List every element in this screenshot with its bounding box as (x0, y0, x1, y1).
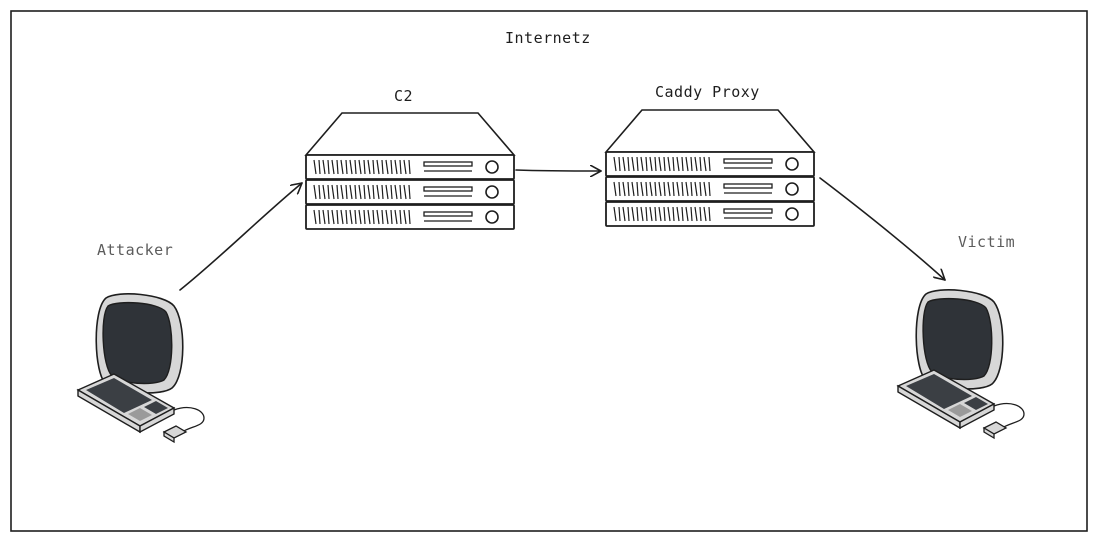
attacker-node: Attacker (77, 241, 205, 443)
desktop-computer-icon (77, 293, 205, 443)
server-rack-icon (304, 112, 516, 230)
boundary-title: Internetz (505, 29, 591, 47)
arrow-attacker-to-c2 (179, 182, 303, 291)
desktop-computer-icon (897, 289, 1025, 439)
server-rack-icon (604, 109, 816, 227)
proxy-node: Caddy Proxy (604, 83, 816, 227)
c2-node: C2 (304, 87, 516, 230)
arrow-proxy-to-victim (819, 177, 946, 281)
attacker-label: Attacker (97, 241, 173, 259)
internet-boundary-frame (10, 10, 1088, 532)
c2-label: C2 (394, 87, 413, 105)
arrow-c2-to-proxy (515, 170, 602, 171)
victim-label: Victim (958, 233, 1015, 251)
victim-node: Victim (897, 233, 1025, 439)
proxy-label: Caddy Proxy (655, 83, 760, 101)
